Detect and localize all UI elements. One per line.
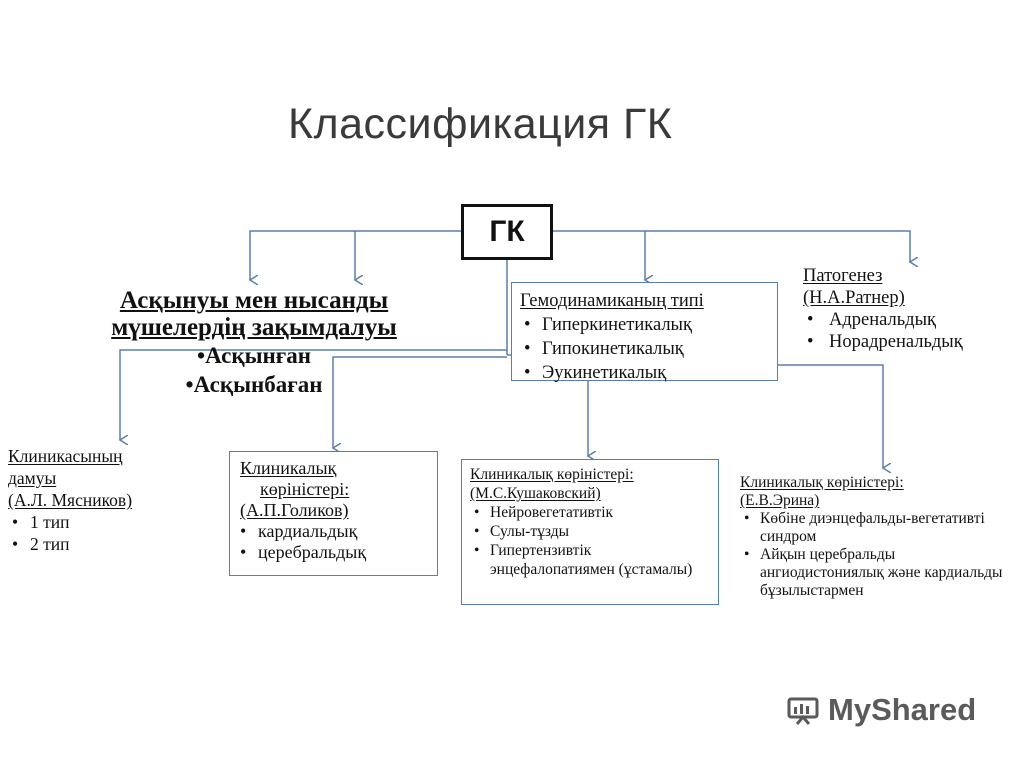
erina-title-line1: Клиникалық көріністері: <box>740 474 904 491</box>
list-item: Айқын церебральды ангиодистониялық және … <box>740 546 1010 600</box>
list-item: 1 тип <box>8 511 208 533</box>
list-item: Нейровегетативтік <box>470 503 710 522</box>
myshared-logo: MyShared <box>786 692 976 728</box>
kushakovsky-title-line1: Клиникалық көріністері: <box>470 466 634 483</box>
list-item: церебральдық <box>236 542 431 563</box>
presentation-board-icon <box>787 697 819 725</box>
node-hemodynamics: Гемодинамиканың типі Гиперкинетикалық Ги… <box>511 282 778 385</box>
golikov-title-line3: (А.П.Голиков) <box>240 500 349 520</box>
complications-title-line2: мүшелердің зақымдалуы <box>111 314 397 341</box>
list-item: 2 тип <box>8 533 208 555</box>
page-title: Классификация ГК <box>288 100 673 148</box>
golikov-title-line2: көріністері: <box>260 479 350 499</box>
list-item: Гипокинетикалық <box>520 337 769 361</box>
complications-item: •Асқынған <box>197 343 311 368</box>
pathogenesis-list: Адренальдық Норадренальдық <box>803 309 1013 353</box>
list-item: Норадренальдық <box>803 331 1013 353</box>
complications-title-line1: Асқынуы мен нысанды <box>119 287 389 314</box>
root-label: ГК <box>489 215 525 248</box>
list-item: Көбіне диэнцефальды-вегетативті синдром <box>740 510 1010 546</box>
watermark-text: MyShared <box>828 692 977 727</box>
myasnikov-title-line1: Клиникасының <box>8 446 123 466</box>
node-clinical-erina: Клиникалық көріністері: (Е.В.Эрина) Көбі… <box>740 474 1010 600</box>
pathogenesis-title-line2: (Н.А.Ратнер) <box>803 288 905 308</box>
list-item: Гипертензивтік энцефалопатиямен (ұстамал… <box>470 541 710 579</box>
kushakovsky-title-line2: (М.С.Кушаковский) <box>470 485 601 502</box>
complications-item: •Асқынбаған <box>185 372 323 397</box>
node-clinical-golikov: Клиникалық көріністері: (А.П.Голиков) ка… <box>229 451 438 576</box>
hemodynamics-list: Гиперкинетикалық Гипокинетикалық Эукинет… <box>520 313 769 385</box>
erina-title-line2: (Е.В.Эрина) <box>740 492 820 509</box>
list-item: Эукинетикалық <box>520 361 769 385</box>
myasnikov-title-line3: (А.Л. Мясников) <box>8 490 133 510</box>
golikov-list: кардиальдық церебральдық <box>236 521 431 563</box>
golikov-title-line1: Клиникалық <box>240 458 337 478</box>
node-clinical-myasnikov: Клиникасының дамуы (А.Л. Мясников) 1 тип… <box>8 445 208 555</box>
list-item: Адренальдық <box>803 309 1013 331</box>
node-pathogenesis: Патогенез (Н.А.Ратнер) Адренальдық Норад… <box>803 265 1013 353</box>
list-item: Гиперкинетикалық <box>520 313 769 337</box>
pathogenesis-title-line1: Патогенез <box>803 266 883 286</box>
myasnikov-list: 1 тип 2 тип <box>8 511 208 555</box>
node-clinical-kushakovsky: Клиникалық көріністері: (М.С.Кушаковский… <box>461 459 719 605</box>
root-node-gk: ГК <box>461 204 553 260</box>
myasnikov-title-line2: дамуы <box>8 468 57 488</box>
node-complications: Асқынуы мен нысанды мүшелердің зақымдалу… <box>70 287 438 399</box>
list-item: кардиальдық <box>236 521 431 542</box>
kushakovsky-list: Нейровегетативтік Сулы-тұзды Гипертензив… <box>470 503 710 579</box>
list-item: Сулы-тұзды <box>470 522 710 541</box>
erina-list: Көбіне диэнцефальды-вегетативті синдром … <box>740 510 1010 600</box>
hemodynamics-title: Гемодинамиканың типі <box>520 291 704 311</box>
